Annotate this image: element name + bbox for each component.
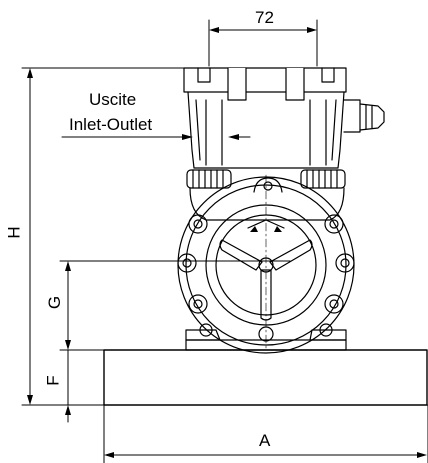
dimension-72-label: 72 [255, 8, 274, 27]
dimension-F-label: F [43, 375, 63, 386]
terminal-box [183, 67, 385, 169]
dimension-lines [21, 19, 428, 463]
outlet-label-line2: Inlet-Outlet [69, 115, 153, 134]
outlet-label-line1: Uscite [89, 90, 137, 109]
dimension-A-label: A [259, 431, 271, 450]
dimension-H-label: H [4, 226, 24, 239]
base-plate [103, 349, 428, 406]
dimension-G-label: G [45, 295, 65, 310]
